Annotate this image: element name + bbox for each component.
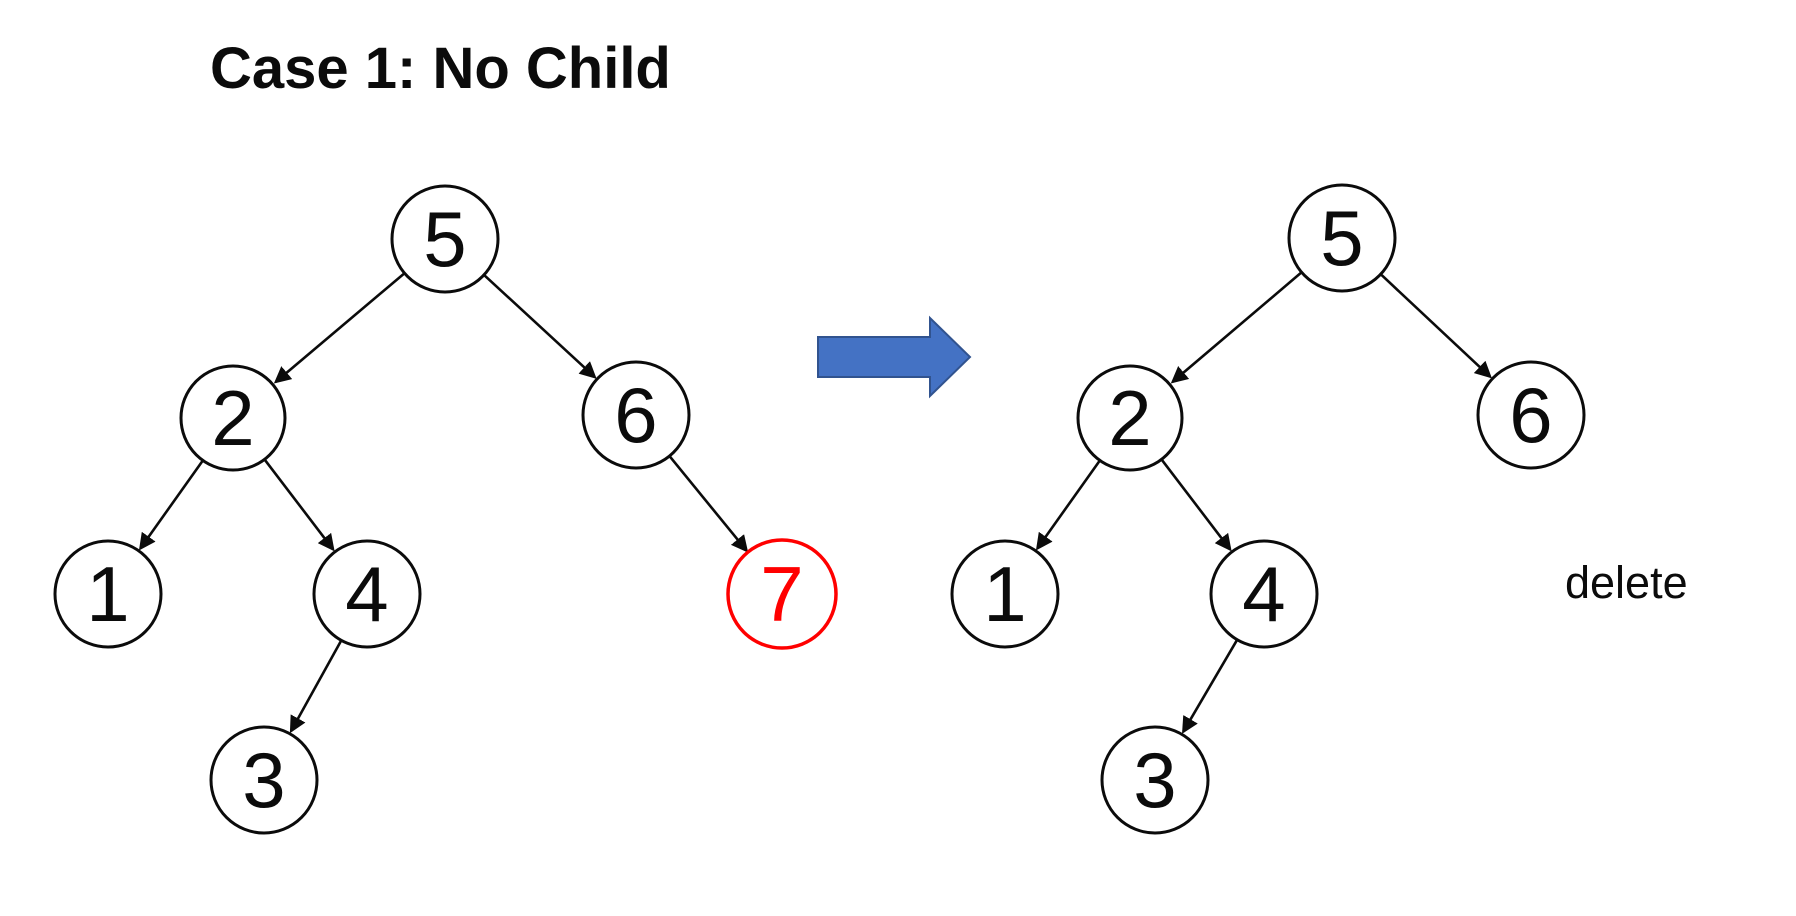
node-value: 4 [1242,550,1285,638]
page-title: Case 1: No Child [210,36,671,101]
node-circle [1076,364,1184,472]
node-value: 3 [1133,736,1176,824]
node-value: 5 [423,195,466,283]
node-value: 6 [614,371,657,459]
edge-5-2-before [273,272,406,384]
edge-2-4-after [1161,459,1232,552]
tree-node-3-after: 3 [1100,725,1210,835]
node-value: 2 [1108,374,1151,462]
node-circle [1476,360,1586,470]
tree-node-5-after: 5 [1287,183,1397,293]
tree-node-2-after: 2 [1076,364,1184,472]
node-circle [1287,183,1397,293]
tree-node-4-before: 4 [312,539,422,649]
tree-after: 5 2 6 1 4 3 [950,183,1586,835]
node-circle [581,360,691,470]
node-circle [209,725,319,835]
tree-before: 5 2 6 1 4 7 3 [53,184,838,835]
tree-node-1-after: 1 [950,539,1060,649]
edge-5-2-after [1170,271,1303,384]
tree-node-2-before: 2 [179,364,287,472]
node-value: 3 [242,736,285,824]
node-circle [950,539,1060,649]
node-value: 1 [983,550,1026,638]
edge-2-1-after [1035,460,1101,551]
node-value: 2 [211,374,254,462]
edge-2-4-before [264,459,335,552]
node-value-highlighted: 7 [760,550,803,638]
node-circle [1209,539,1319,649]
tree-node-5-before: 5 [390,184,500,294]
node-value: 4 [345,550,388,638]
tree-node-1-before: 1 [53,539,163,649]
tree-node-6-before: 6 [581,360,691,470]
edge-6-7-before [668,455,749,553]
tree-node-7-before-highlighted: 7 [726,538,838,650]
node-value: 1 [86,550,129,638]
node-circle [390,184,500,294]
tree-node-4-after: 4 [1209,539,1319,649]
tree-node-3-before: 3 [209,725,319,835]
node-circle [53,539,163,649]
edge-2-1-before [138,460,204,551]
edge-5-6-before [483,273,597,379]
edge-4-3-before [289,639,343,734]
node-circle [312,539,422,649]
tree-node-6-after: 6 [1476,360,1586,470]
delete-annotation: delete [1565,557,1688,608]
node-value: 5 [1320,194,1363,282]
node-circle [179,364,287,472]
right-arrow-icon [817,315,972,399]
node-circle-highlighted [726,538,838,650]
edge-5-6-after [1379,273,1492,379]
node-circle [1100,725,1210,835]
node-value: 6 [1509,371,1552,459]
edge-4-3-after [1182,639,1239,734]
